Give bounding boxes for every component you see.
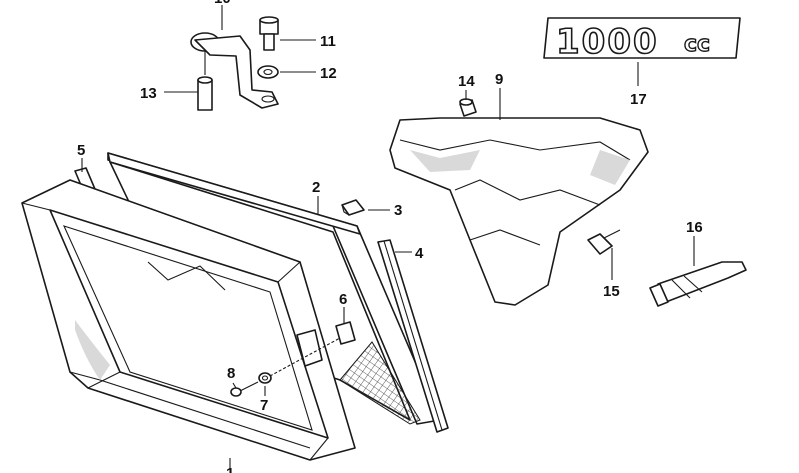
callout-10: 10 — [214, 0, 231, 7]
callout-13: 13 — [140, 85, 157, 102]
callout-4: 4 — [415, 245, 424, 262]
leader-lines — [81, 5, 695, 470]
emblem-unit: cc — [684, 32, 710, 57]
rubber-strip-right — [377, 239, 449, 433]
clip — [335, 321, 356, 345]
callout-11: 11 — [320, 33, 336, 50]
emblem-1000cc: 1000 cc — [543, 17, 741, 63]
side-cover-frame — [21, 179, 356, 461]
callout-3: 3 — [394, 202, 402, 219]
callout-9: 9 — [495, 71, 503, 88]
adhesive-tube — [649, 261, 747, 307]
spacer-sleeve — [197, 76, 213, 111]
callout-14: 14 — [458, 73, 475, 90]
spring-washer — [257, 65, 279, 79]
callout-numbers: 1 2 3 4 5 6 7 8 9 10 11 12 13 14 15 16 1… — [77, 0, 703, 473]
callout-1: 1 — [226, 465, 234, 473]
callout-6: 6 — [339, 291, 347, 308]
callout-7: 7 — [260, 397, 268, 414]
callout-12: 12 — [320, 65, 337, 82]
emblem-number: 1000 — [556, 22, 659, 62]
grommet — [459, 98, 477, 117]
callout-5: 5 — [77, 142, 85, 159]
rubber-pad — [341, 199, 365, 216]
front-side-cover — [389, 117, 649, 306]
callout-17: 17 — [630, 91, 647, 108]
mounting-bracket — [190, 32, 279, 109]
callout-2: 2 — [312, 179, 320, 196]
callout-16: 16 — [686, 219, 703, 236]
callout-15: 15 — [603, 283, 620, 300]
washer — [258, 372, 272, 384]
retainer-bracket — [296, 329, 323, 367]
bolt — [259, 16, 279, 51]
rubber-buffer — [587, 229, 621, 255]
callout-8: 8 — [227, 365, 235, 382]
